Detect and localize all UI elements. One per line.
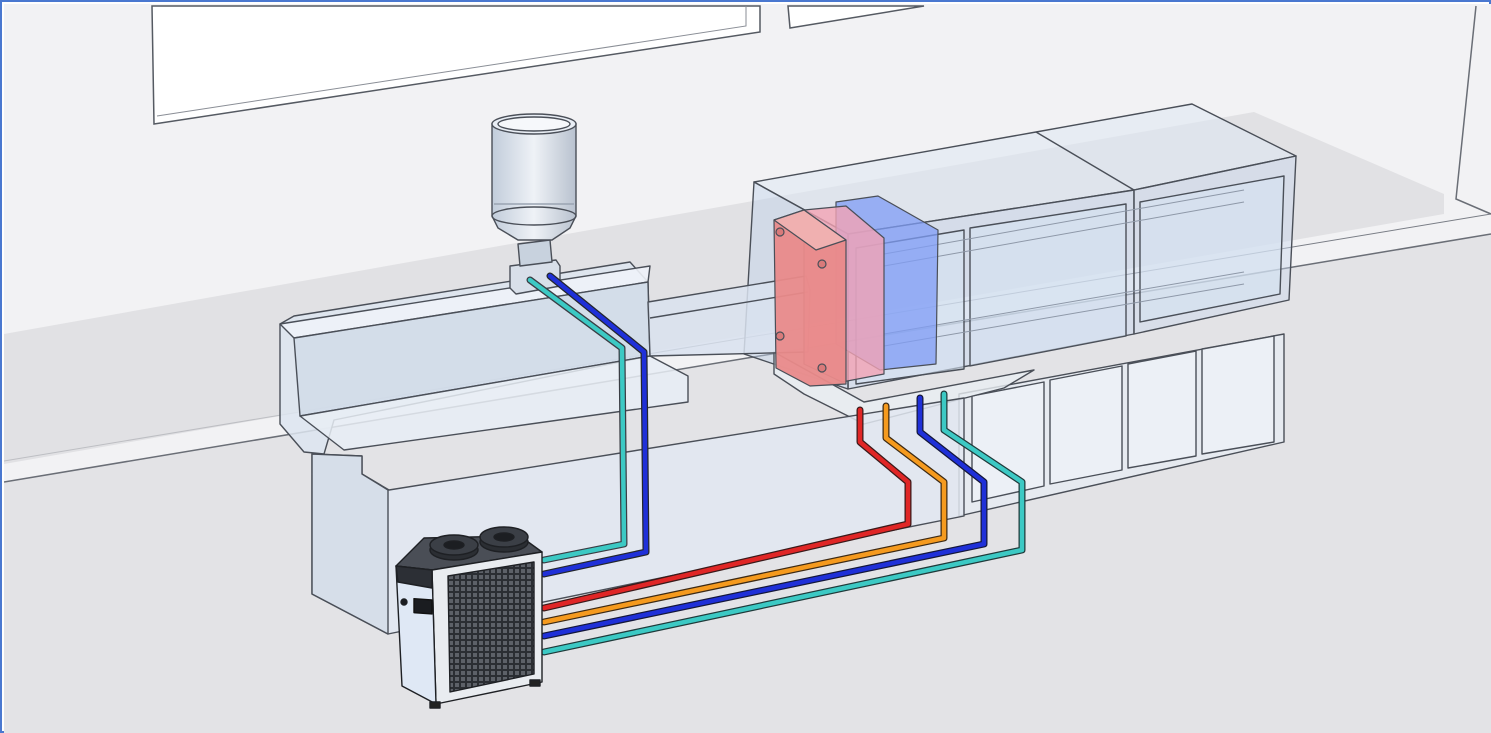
pipe-blue-mold bbox=[540, 394, 988, 640]
cooling-lines bbox=[526, 272, 1026, 656]
display-panel-icon bbox=[413, 597, 433, 615]
material-hopper bbox=[491, 113, 577, 241]
window-left bbox=[151, 5, 761, 125]
pipe-red-mold bbox=[540, 406, 912, 612]
pipe-orange-mold bbox=[540, 402, 948, 626]
mold bbox=[773, 195, 939, 387]
pipe-blue-feed bbox=[540, 272, 650, 578]
window-right bbox=[787, 5, 925, 29]
chiller-grill bbox=[447, 561, 535, 693]
water-chiller bbox=[395, 526, 543, 709]
injection-molding-scene bbox=[4, 4, 1491, 733]
fan-icon bbox=[479, 526, 529, 553]
pipe-cyan-mold bbox=[540, 390, 1026, 656]
room-corner bbox=[1455, 5, 1491, 215]
pipe-cyan-feed bbox=[526, 276, 628, 564]
fan-icon bbox=[429, 534, 479, 561]
